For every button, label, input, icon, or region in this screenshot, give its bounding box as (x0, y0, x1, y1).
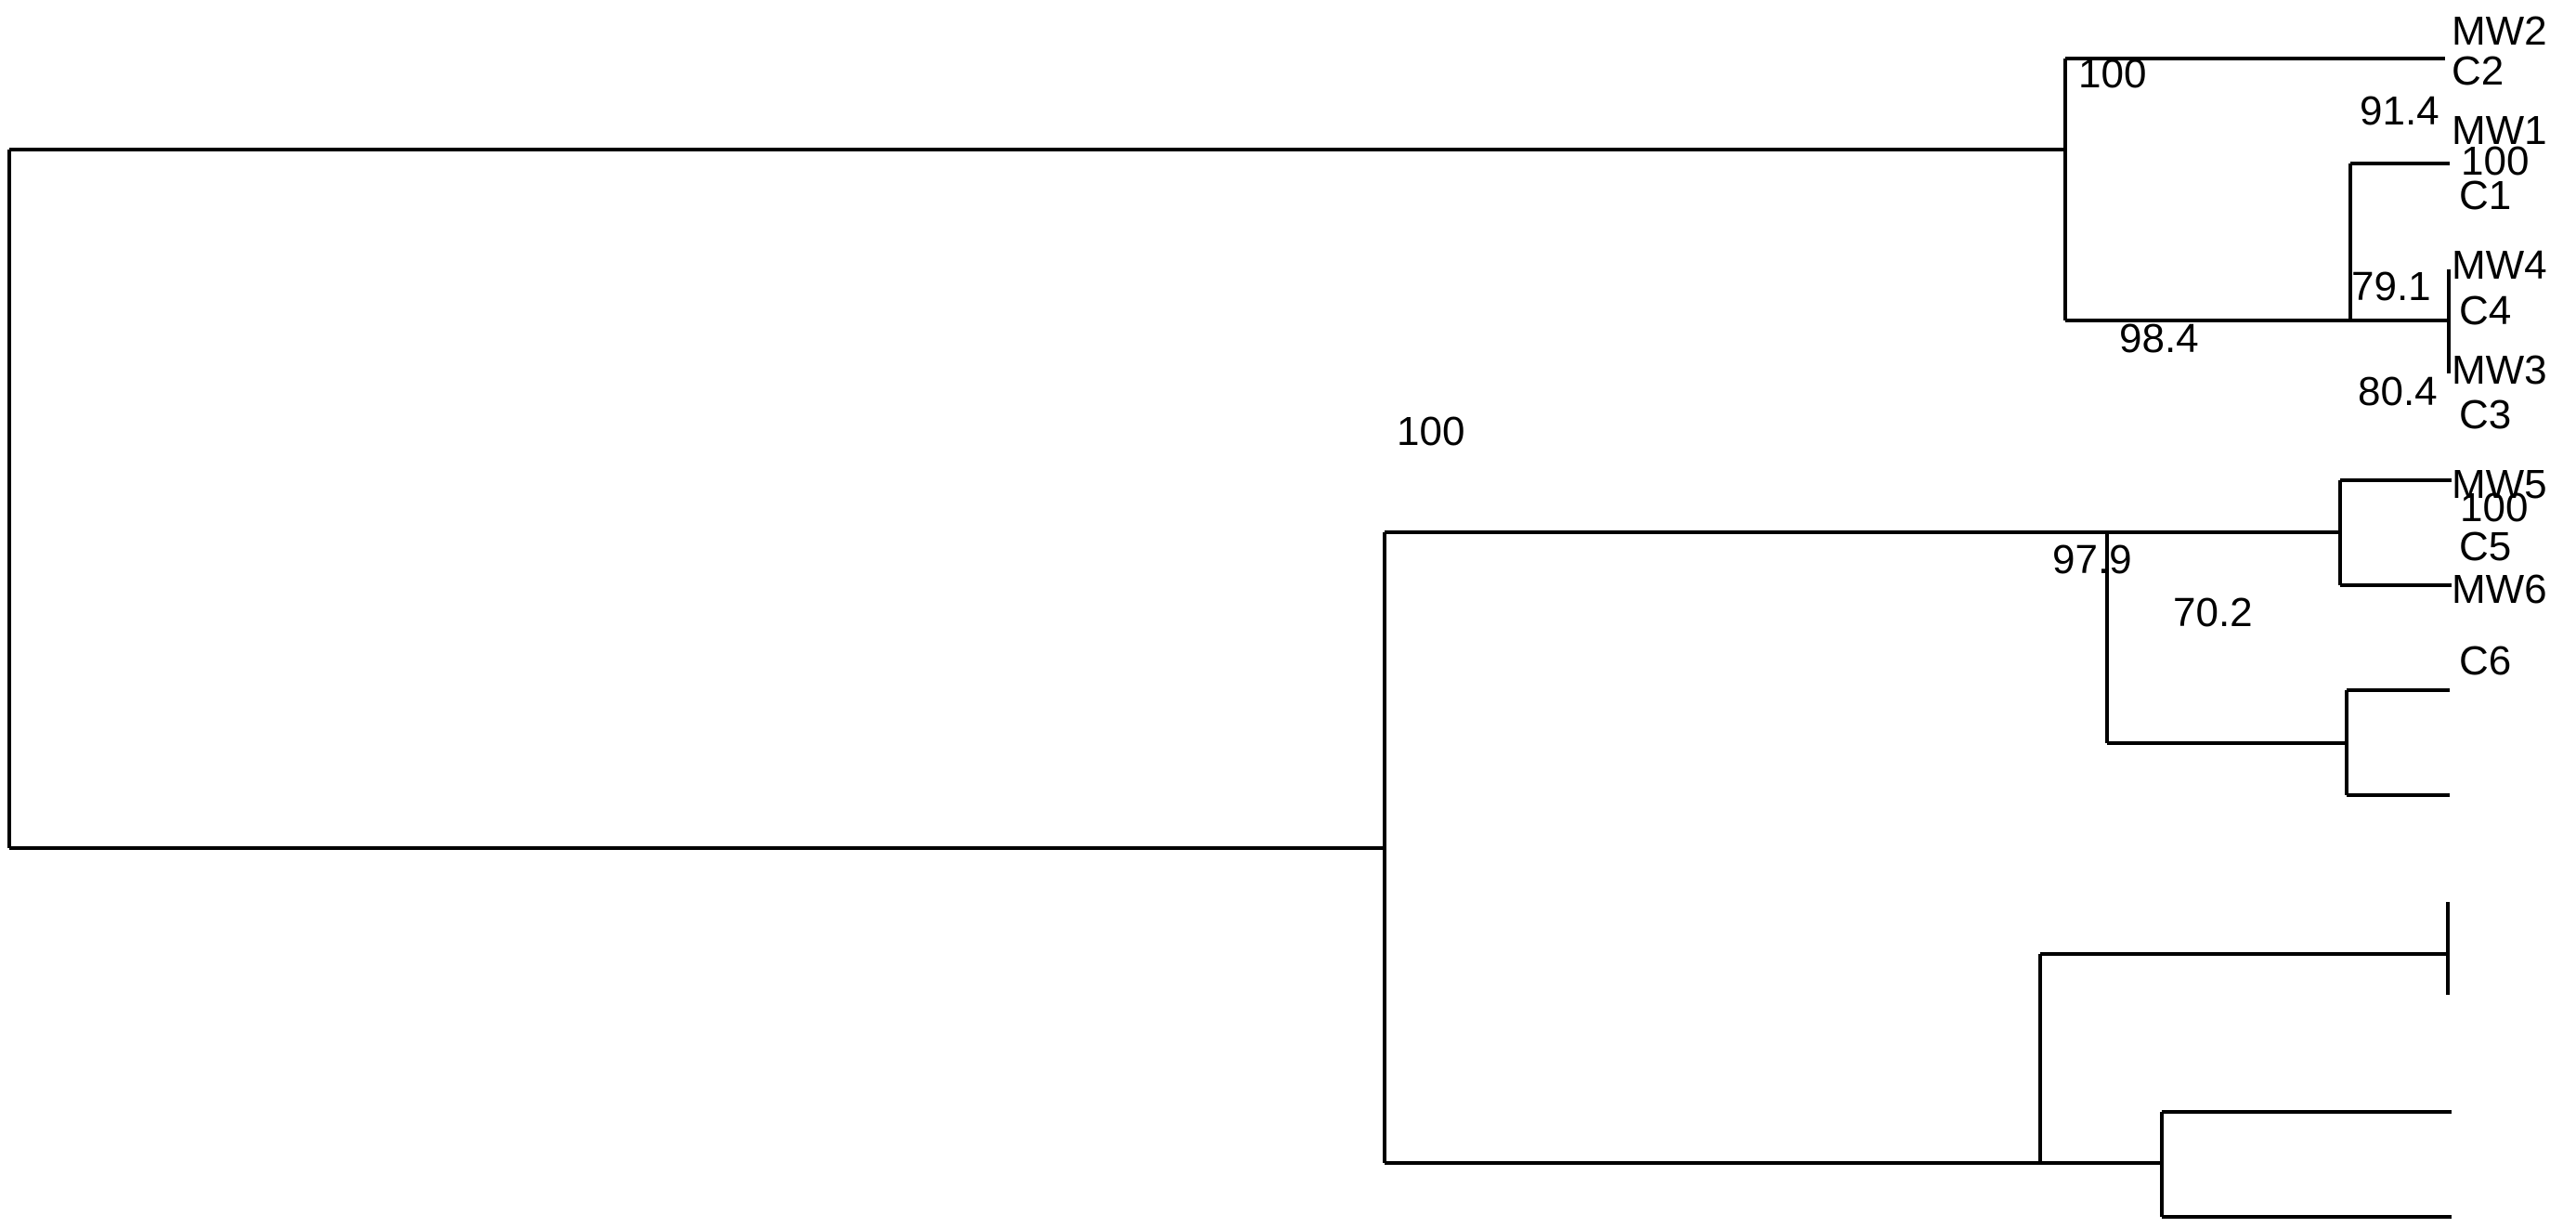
support-label-clade-b: 100 (1397, 409, 1465, 454)
support-label-98-4: 98.4 (2119, 316, 2199, 361)
tip-label-mw4: MW4 (2452, 242, 2547, 288)
tip-label-c2: C2 (2452, 48, 2504, 94)
tip-label-c5: C5 (2459, 524, 2512, 569)
support-label-91-4: 91.4 (2360, 88, 2439, 134)
support-label-clade-a: 100 (2078, 51, 2147, 97)
tip-label-mw5: MW5 (2452, 462, 2547, 507)
tip-label-c1: C1 (2459, 173, 2512, 218)
support-label-97-9: 97.9 (2052, 537, 2132, 582)
tip-label-mw6: MW6 (2452, 567, 2547, 612)
support-label-80-4: 80.4 (2358, 369, 2438, 414)
tip-label-c3: C3 (2459, 392, 2512, 438)
tip-label-c4: C4 (2459, 288, 2512, 333)
tip-label-mw2: MW2 (2452, 8, 2547, 54)
tip-label-mw1: MW1 (2452, 108, 2547, 153)
support-label-100-c1: 100 (2461, 138, 2530, 184)
support-label-79-1: 79.1 (2351, 264, 2431, 309)
support-label-70-2: 70.2 (2173, 590, 2253, 635)
tip-label-mw3: MW3 (2452, 347, 2547, 393)
tip-label-c6: C6 (2459, 638, 2512, 684)
support-label-100-c5: 100 (2460, 485, 2529, 530)
